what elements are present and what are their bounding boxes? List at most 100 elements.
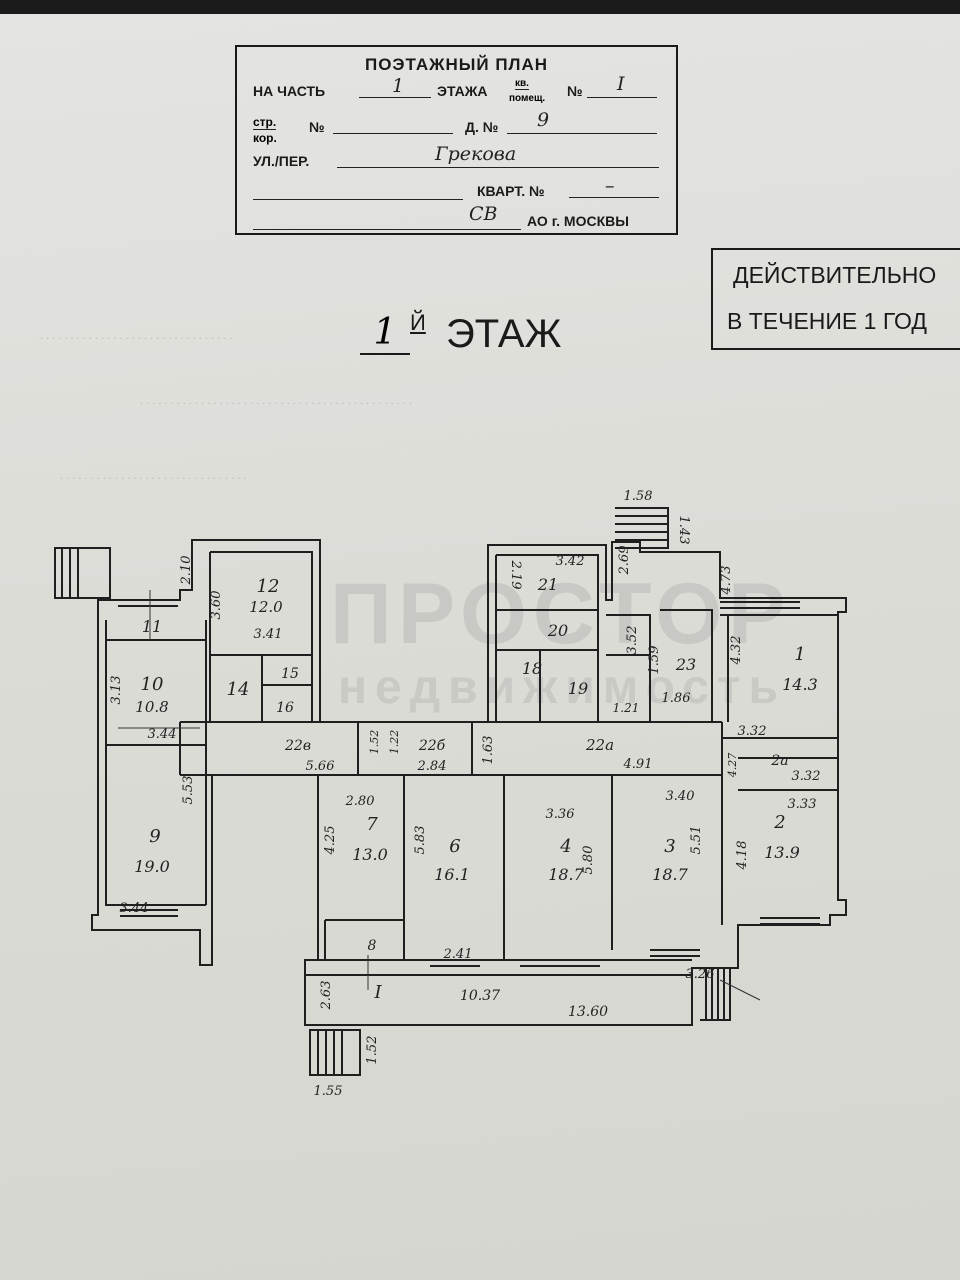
header-no-2: №	[309, 119, 325, 135]
dim-4-18: 4.18	[735, 841, 750, 871]
room-9-area: 19.0	[134, 857, 170, 876]
floor-plan-header-box: ПОЭТАЖНЫЙ ПЛАН НА ЧАСТЬ 1 ЭТАЖА кв. поме…	[235, 45, 678, 235]
dim-3-32-b: 3.32	[792, 769, 821, 784]
photo-frame-edge	[0, 0, 960, 14]
watermark-subtext: недвижимость	[338, 661, 786, 714]
header-pomesh: помещ.	[509, 93, 546, 104]
dim-1-59: 1.59	[647, 646, 662, 675]
hand-street: Грекова	[435, 143, 517, 165]
dim-4-32: 4.32	[729, 636, 744, 666]
dim-1-52-a: 1.52	[368, 730, 381, 755]
room-23-label: 23	[675, 655, 696, 674]
dim-4-91: 4.91	[623, 757, 653, 772]
dim-1-58: 1.58	[624, 489, 653, 504]
dim-2-69: 2.69	[617, 546, 632, 576]
room-22b-label: 22б	[418, 738, 446, 754]
dim-2-10: 2.10	[179, 556, 194, 586]
room-3-area: 18.7	[652, 865, 688, 884]
dim-1-55: 1.55	[314, 1084, 343, 1099]
room-16-label: 16	[276, 700, 294, 716]
watermark-text: ПРОСТОР	[330, 566, 792, 662]
dim-2-19: 2.19	[508, 560, 523, 590]
room-9-label: 9	[149, 826, 160, 847]
validity-stamp: ДЕЙСТВИТЕЛЬНО В ТЕЧЕНИЕ 1 ГОД	[711, 248, 960, 350]
header-kvart-no: КВАРТ. №	[477, 183, 545, 199]
header-kor: кор.	[253, 131, 277, 145]
room-18-label: 18	[522, 659, 542, 678]
room-2-label: 2	[773, 812, 785, 833]
room-7-label: 7	[366, 814, 378, 835]
header-ul-per: УЛ./ПЕР.	[253, 153, 310, 169]
room-1-label: 1	[794, 644, 805, 665]
header-kv: кв.	[515, 78, 529, 90]
room-12-area: 12.0	[249, 598, 283, 616]
room-2-area: 13.9	[764, 843, 800, 862]
room-21-label: 21	[537, 575, 558, 594]
hand-floor-part: 1	[392, 75, 405, 97]
dim-4-73: 4.73	[719, 566, 734, 596]
room-15-label: 15	[281, 666, 299, 682]
faded-print-text: . . . . . . . . . . . . . . . . . . . . …	[40, 330, 233, 342]
header-title: ПОЭТАЖНЫЙ ПЛАН	[364, 55, 549, 74]
dim-2-84: 2.84	[417, 759, 447, 774]
header-etazha: ЭТАЖА	[437, 83, 488, 99]
room-14-label: 14	[227, 679, 250, 700]
dim-5-53: 5.53	[181, 776, 196, 805]
dim-1-43: 1.43	[676, 516, 691, 545]
faded-print-text: . . . . . . . . . . . . . . . . . . . . …	[140, 395, 412, 407]
validity-line-2: В ТЕЧЕНИЕ 1 ГОД	[727, 308, 927, 334]
room-12-label: 12	[257, 576, 280, 597]
dim-5-51: 5.51	[689, 826, 704, 855]
room-6-area: 16.1	[434, 865, 470, 884]
room-10-area: 10.8	[135, 698, 168, 716]
dim-1-22: 1.22	[388, 730, 401, 755]
dim-2-63: 2.63	[319, 981, 334, 1011]
room-4-label: 4	[559, 836, 571, 857]
header-no: №	[567, 83, 583, 99]
dim-3-36: 3.36	[546, 807, 575, 822]
hand-pomesh-no: I	[617, 73, 625, 95]
room-22a-label: 22а	[585, 736, 614, 754]
floor-suffix: Й	[410, 310, 426, 335]
dim-3-26: 3.26	[686, 967, 715, 982]
floor-title: ЭТАЖ	[446, 312, 562, 356]
hand-kvart: –	[605, 175, 615, 197]
room-3-label: 3	[664, 836, 675, 857]
header-na-chast: НА ЧАСТЬ	[253, 83, 326, 99]
dim-3-42: 3.42	[556, 554, 585, 569]
faded-print-text: . . . . . . . . . . . . . . . . . . . . …	[60, 470, 247, 482]
dim-3-33: 3.33	[788, 797, 817, 812]
room-2a-label: 2а	[770, 753, 788, 769]
header-str: стр.	[253, 115, 277, 130]
room-22v-label: 22в	[284, 738, 311, 754]
header-ao-moskvy: АО г. МОСКВЫ	[527, 213, 629, 229]
dim-13-60: 13.60	[568, 1004, 608, 1020]
dim-1-63: 1.63	[481, 736, 496, 765]
dim-4-25: 4.25	[323, 826, 338, 856]
dim-3-44-top: 3.44	[148, 727, 177, 742]
room-6-label: 6	[449, 836, 460, 857]
room-8-label: 8	[368, 938, 377, 954]
dim-1-52-b: 1.52	[365, 1036, 380, 1065]
dim-1-86: 1.86	[662, 691, 691, 706]
dim-3-44-bottom: 3.44	[120, 901, 149, 916]
dim-3-52: 3.52	[625, 626, 640, 655]
room-10-label: 10	[141, 674, 164, 695]
dim-3-32-a: 3.32	[738, 724, 767, 739]
room-20-label: 20	[547, 621, 568, 640]
header-d-no: Д. №	[465, 119, 499, 135]
hand-ao: СВ	[469, 203, 498, 225]
room-19-label: 19	[568, 679, 588, 698]
dim-4-27: 4.27	[726, 753, 739, 779]
dim-3-40: 3.40	[666, 789, 695, 804]
room-I-label: I	[373, 982, 382, 1003]
dim-3-13: 3.13	[109, 676, 124, 705]
dim-1-21: 1.21	[613, 701, 640, 715]
dim-2-41: 2.41	[443, 947, 473, 962]
hand-house-no: 9	[537, 109, 550, 131]
room-4-area: 18.7	[548, 865, 584, 884]
dim-5-66: 5.66	[306, 759, 335, 774]
room-11-label: 11	[142, 617, 162, 636]
dim-5-83: 5.83	[413, 826, 428, 855]
